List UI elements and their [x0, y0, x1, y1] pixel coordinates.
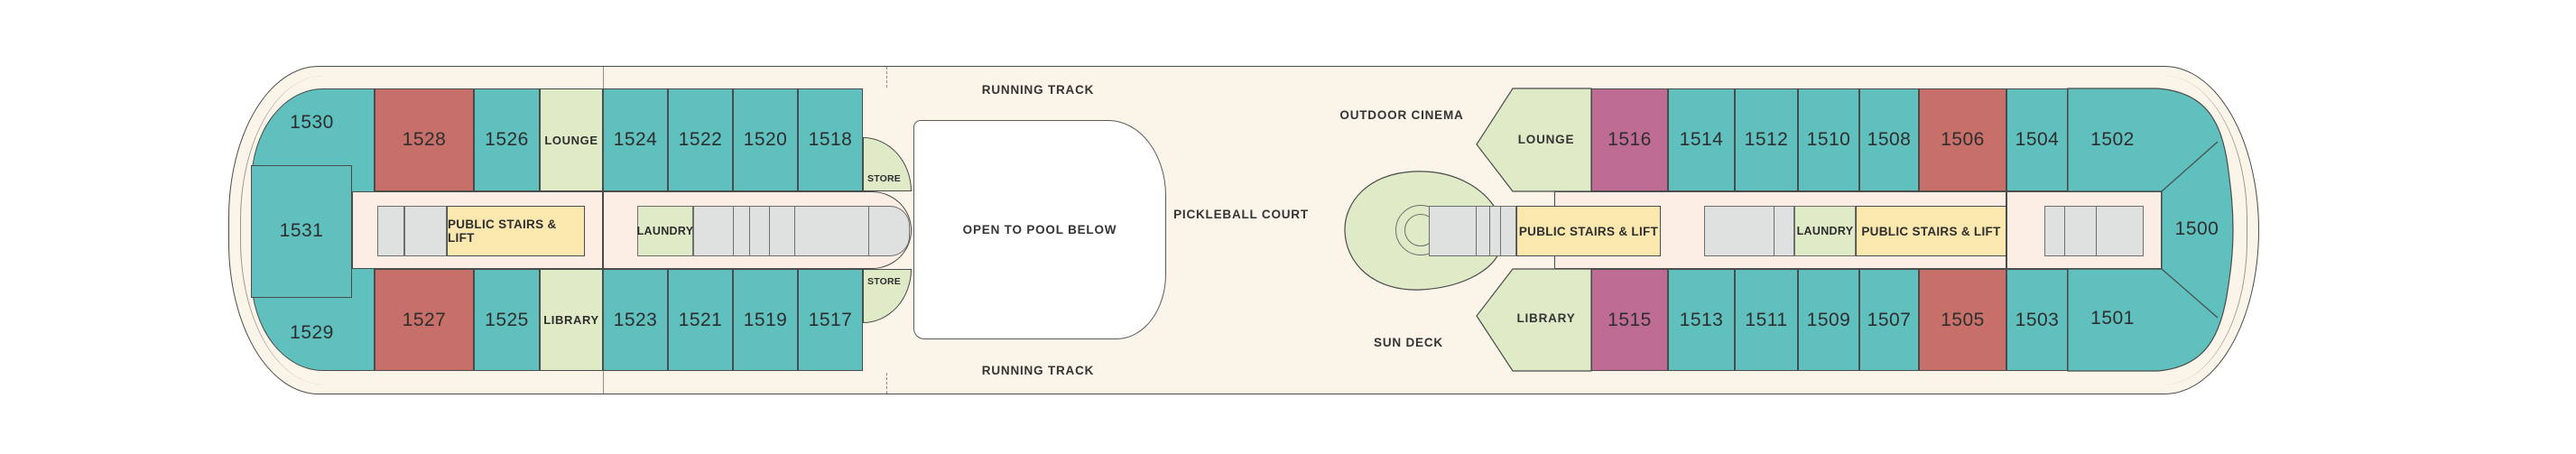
service-divider	[2096, 206, 2097, 256]
service-divider	[1500, 206, 1501, 256]
stairs-label: PUBLIC STAIRS & LIFT	[448, 218, 557, 245]
cabin-cell-1504: 1504	[2006, 88, 2068, 191]
service-divider	[749, 206, 750, 256]
cabin-cell-1531	[251, 165, 352, 298]
lounge-aft-label: LOUNGE	[1517, 133, 1575, 146]
service-divider	[1489, 206, 1490, 256]
cabin-cell-1518: 1518	[798, 88, 863, 191]
cabin-cell-1523: 1523	[603, 269, 668, 371]
cabin-cell-1521: 1521	[668, 269, 733, 371]
laundry-aft: LAUNDRY	[1794, 206, 1856, 256]
zone-tick-bottom	[886, 373, 887, 394]
cabin-label-1530: 1530	[290, 112, 334, 133]
public-stairs-lift-mid: PUBLIC STAIRS & LIFT	[1516, 206, 1661, 256]
laundry-label: LAUNDRY	[1796, 225, 1854, 237]
service-divider	[868, 206, 869, 256]
service-block-forward	[693, 206, 910, 256]
cabin-cell-1525: 1525	[474, 269, 540, 371]
store-label: STORE	[867, 276, 901, 287]
sun-deck-label: SUN DECK	[1374, 336, 1443, 349]
cabin-label-1531: 1531	[279, 220, 324, 241]
service-divider	[794, 206, 795, 256]
cabin-cell-1505: 1505	[1919, 269, 2006, 371]
open-to-pool-label: OPEN TO POOL BELOW	[962, 223, 1117, 236]
running-track-top-label: RUNNING TRACK	[981, 83, 1095, 97]
cabin-cell-1527: 1527	[375, 269, 474, 371]
cabin-cell-1512: 1512	[1735, 88, 1798, 191]
cabin-cell-1526: 1526	[474, 88, 540, 191]
service-block-aft-1	[1429, 206, 1516, 256]
cabin-cell-library: LIBRARY	[540, 269, 603, 371]
laundry-label: LAUNDRY	[636, 225, 694, 237]
zone-tick-top	[886, 67, 887, 88]
cabin-cell-1514: 1514	[1668, 88, 1735, 191]
laundry-forward: LAUNDRY	[637, 206, 693, 256]
cabin-cell-1509: 1509	[1798, 269, 1859, 371]
service-block-stern	[2044, 206, 2144, 256]
cabin-label-1501: 1501	[2090, 308, 2135, 329]
running-track-bottom-label: RUNNING TRACK	[981, 364, 1095, 377]
cabin-cell-1520: 1520	[733, 88, 798, 191]
cabin-cell-1507: 1507	[1859, 269, 1919, 371]
stern-cabin-dividers	[2161, 141, 2219, 319]
cabin-block-stern	[2067, 88, 2234, 372]
cabin-label-1500: 1500	[2174, 218, 2219, 239]
stairs-label: PUBLIC STAIRS & LIFT	[1518, 224, 1659, 238]
cabin-cell-1516: 1516	[1591, 88, 1668, 191]
cabin-cell-1510: 1510	[1798, 88, 1859, 191]
cabin-cell-1506: 1506	[1919, 88, 2006, 191]
service-divider	[733, 206, 734, 256]
cabin-cell-lounge: LOUNGE	[540, 88, 603, 191]
public-stairs-lift-forward: PUBLIC STAIRS & LIFT	[447, 206, 585, 256]
lounge-area	[1476, 88, 1592, 192]
library-area	[1476, 268, 1592, 372]
service-block-aft-2	[1704, 206, 1794, 256]
cabin-cell-1524: 1524	[603, 88, 668, 191]
store-label: STORE	[867, 173, 901, 184]
service-divider	[769, 206, 770, 256]
service-divider	[1476, 206, 1477, 256]
cabin-cell-1528: 1528	[375, 88, 474, 191]
cabin-cell-1519: 1519	[733, 269, 798, 371]
pool-opening: OPEN TO POOL BELOW	[913, 120, 1166, 339]
public-stairs-lift-aft: PUBLIC STAIRS & LIFT	[1856, 206, 2006, 256]
cabin-cell-1515: 1515	[1591, 269, 1668, 371]
cabin-cell-1522: 1522	[668, 88, 733, 191]
service-cell	[377, 206, 404, 256]
pickleball-court-label: PICKLEBALL COURT	[1173, 208, 1309, 221]
service-cell	[404, 206, 447, 256]
cabin-cell-1511: 1511	[1735, 269, 1798, 371]
cabin-cell-1517: 1517	[798, 269, 863, 371]
cabin-label-1502: 1502	[2090, 129, 2135, 150]
stairs-label: PUBLIC STAIRS & LIFT	[1861, 224, 2001, 238]
library-aft-label: LIBRARY	[1516, 311, 1576, 325]
cabin-cell-1513: 1513	[1668, 269, 1735, 371]
outdoor-cinema-label: OUTDOOR CINEMA	[1339, 108, 1464, 122]
cabin-cell-1503: 1503	[2006, 269, 2068, 371]
cabin-cell-1508: 1508	[1859, 88, 1919, 191]
service-divider	[2064, 206, 2065, 256]
cabin-label-1529: 1529	[290, 322, 334, 343]
